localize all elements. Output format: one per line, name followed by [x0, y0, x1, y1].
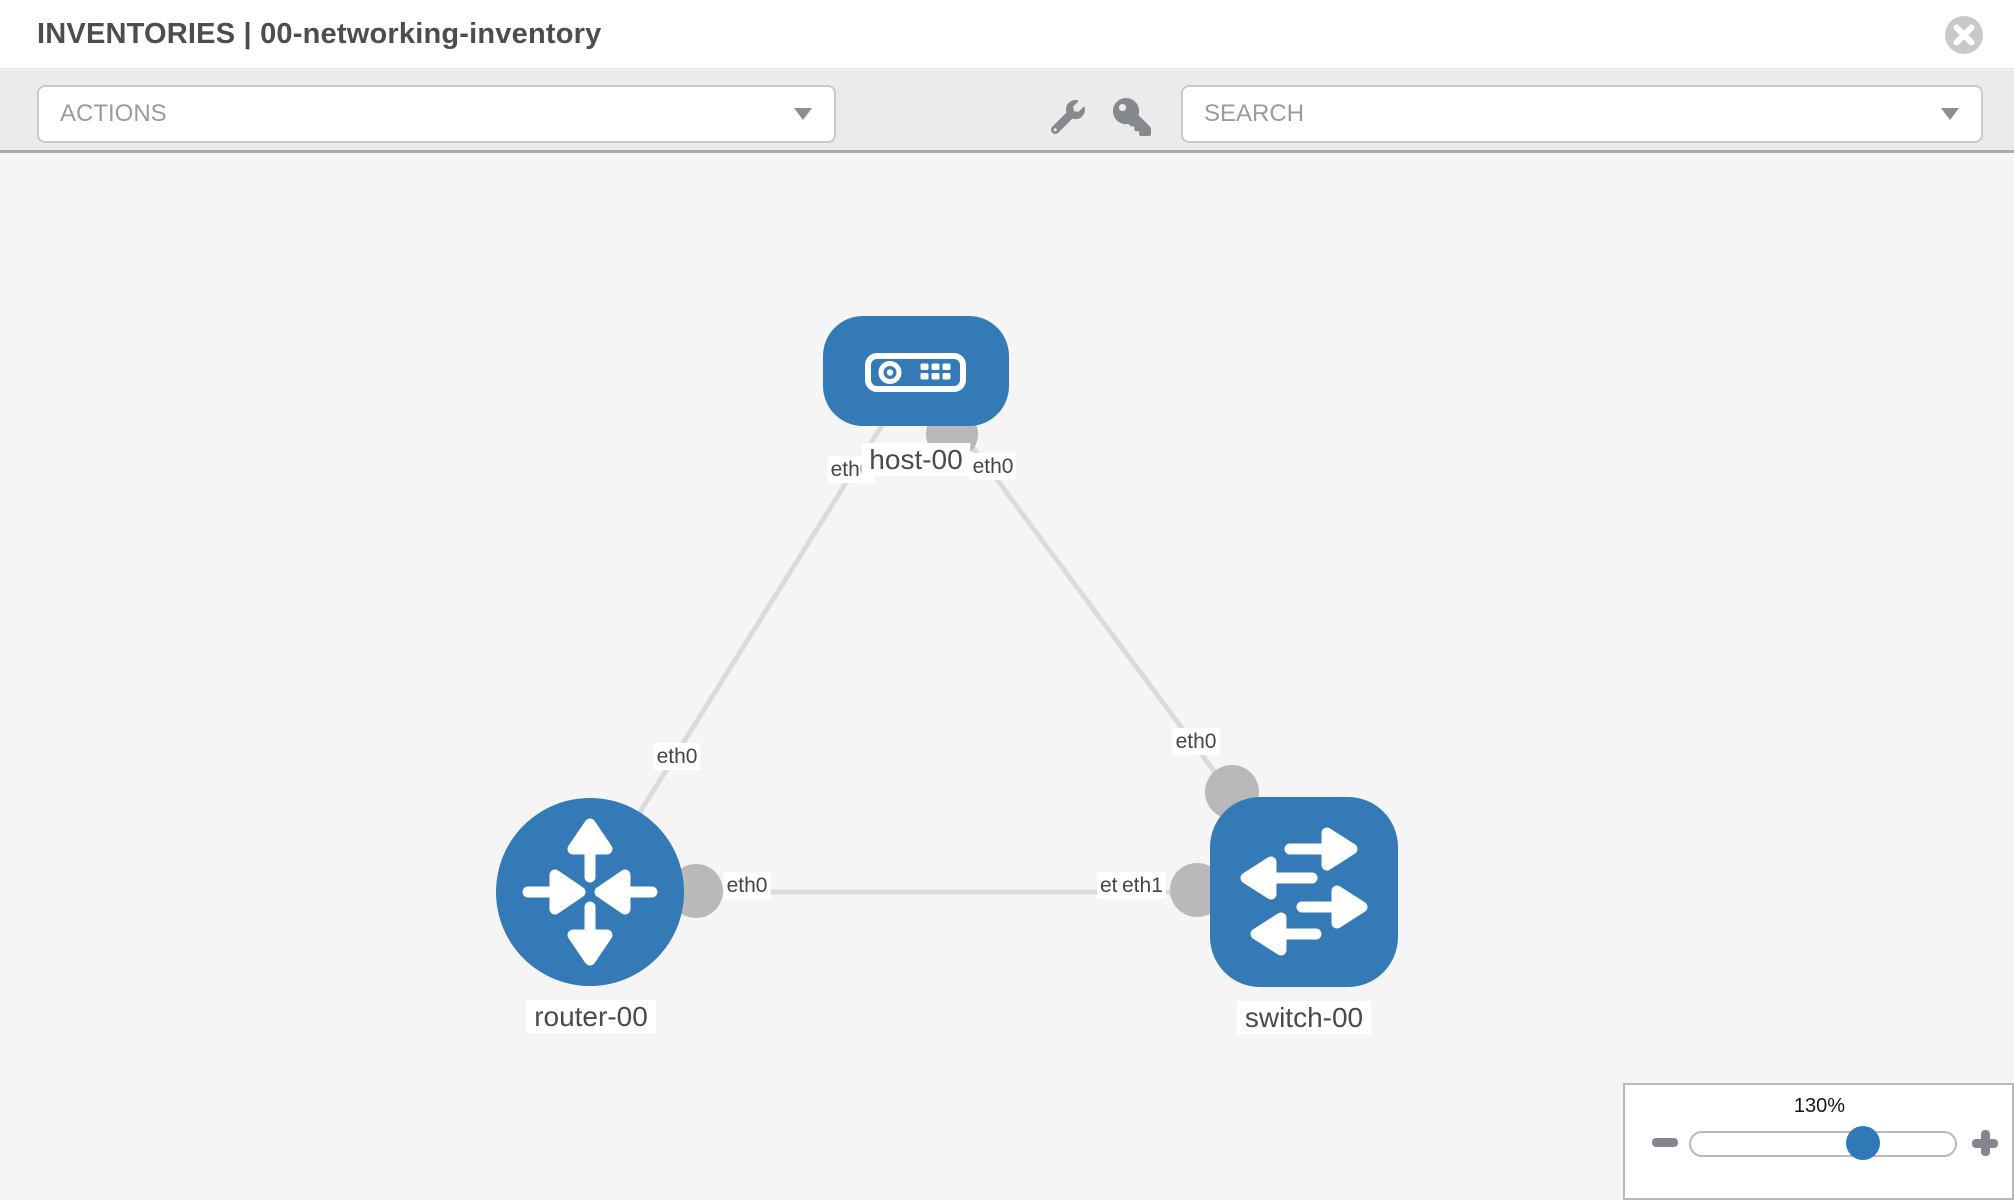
close-icon — [1945, 16, 1983, 54]
chevron-down-icon — [1941, 108, 1959, 120]
node-label: switch-00 — [1236, 1001, 1372, 1034]
credentials-key-button[interactable] — [1112, 97, 1152, 137]
topology-canvas[interactable]: eth0 eth0 eth0 eth0 eth0 eth1 eth1 host-… — [0, 156, 2014, 1200]
interface-label: eth0 — [723, 872, 771, 899]
actions-dropdown-label: ACTIONS — [60, 100, 167, 127]
close-button[interactable] — [1945, 16, 1983, 54]
chevron-down-icon — [794, 108, 812, 120]
key-icon — [1113, 98, 1151, 136]
interface-label: eth0 — [653, 743, 701, 770]
node-router-00[interactable] — [496, 798, 684, 986]
tools-wrench-button[interactable] — [1048, 97, 1088, 137]
node-label: host-00 — [861, 443, 971, 476]
host-icon — [865, 353, 966, 392]
zoom-slider[interactable] — [1689, 1131, 1957, 1157]
page-title: INVENTORIES | 00-networking-inventory — [37, 18, 602, 50]
node-switch-00[interactable] — [1210, 797, 1398, 987]
search-placeholder: SEARCH — [1204, 100, 1305, 127]
interface-label: eth1 — [1119, 872, 1166, 899]
toolbar: ACTIONS SEARCH — [0, 70, 2014, 153]
wrench-icon — [1051, 100, 1085, 134]
node-label: router-00 — [526, 1000, 656, 1033]
header: INVENTORIES | 00-networking-inventory — [0, 0, 2014, 69]
router-icon — [522, 818, 658, 966]
interface-label: eth0 — [969, 453, 1017, 480]
zoom-slider-thumb[interactable] — [1846, 1126, 1880, 1160]
zoom-in-button[interactable] — [1971, 1129, 1999, 1157]
zoom-panel: 130% — [1623, 1083, 2014, 1200]
zoom-level-value: 130% — [1793, 1095, 1846, 1117]
switch-icon — [1240, 827, 1368, 956]
interface-label: eth0 — [1172, 728, 1220, 755]
node-host-00[interactable] — [823, 316, 1009, 426]
zoom-out-button[interactable] — [1652, 1138, 1678, 1147]
search-dropdown[interactable]: SEARCH — [1181, 85, 1983, 143]
actions-dropdown[interactable]: ACTIONS — [37, 85, 836, 143]
